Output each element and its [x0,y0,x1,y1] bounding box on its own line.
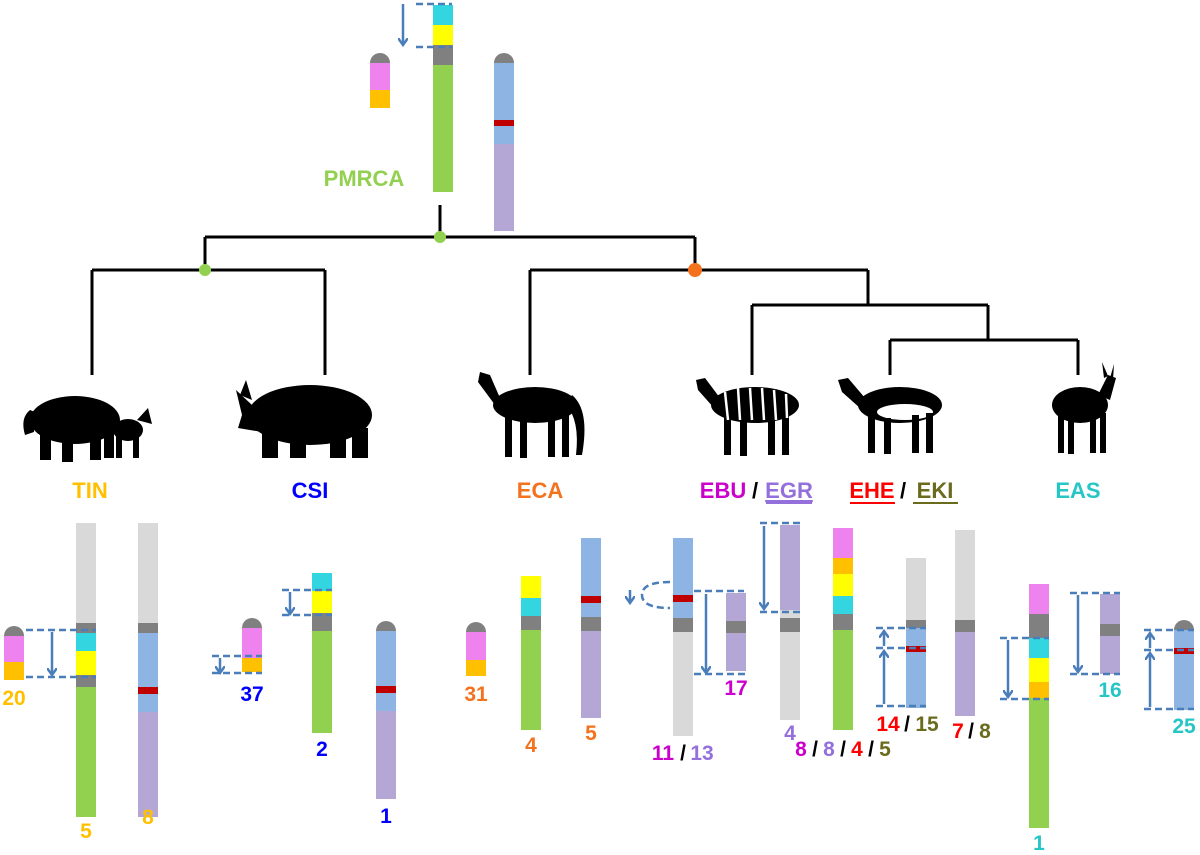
chromosome-csi-37 [212,618,262,673]
csi-chromosomes: 37 2 1 [212,573,396,828]
chromosome-tin-8 [138,523,158,817]
zebra-silhouette-icon [696,378,799,456]
chromosome-eca-5 [581,538,601,718]
eca-chromosomes: 31 4 5 [464,538,601,757]
chromosome-csi-2 [282,573,332,733]
chromosome-label: 1 [380,805,392,828]
species-labels: TIN CSI ECA EBU / EGR EHE / EKI EAS [72,478,1101,504]
chromosome-label: 8 [979,720,991,743]
chromosome-label: 5 [879,738,891,761]
chromosome-label: 4 [525,734,537,757]
label-separator: / [904,713,910,736]
donkey-silhouette-icon [1052,362,1116,454]
ebu-egr-chromosomes: 11 / 13 17 4 8 / 8 [630,521,891,765]
chromosome-label: 8 [795,738,807,761]
chromosome-label: 2 [316,738,328,761]
pmrca-label: PMRCA [324,166,405,191]
species-label-ehe: EHE [849,478,894,503]
tin-chromosomes: 20 5 8 [2,523,158,843]
chromosome-label: 17 [724,677,747,700]
chromosome-label: 8 [823,738,835,761]
chromosome-ebu-egr-17 [694,593,746,676]
species-label-eki: EKI [917,478,954,503]
chromosome-label: 5 [80,820,92,843]
chromosome-eas-25 [1144,620,1194,711]
label-separator: / [680,742,686,765]
tapir-calf-silhouette-icon [113,408,152,458]
chromosome-eca-4 [521,576,541,730]
chromosome-label: 4 [784,722,796,745]
species-label-ebu: EBU [700,478,746,503]
chromosome-tin-20 [4,626,24,680]
chromosome-ebu-egr-4 [760,521,800,720]
chromosome-label: 37 [240,683,263,706]
pmrca-main-chromosome [403,2,453,192]
label-separator: / [968,720,974,743]
pmrca-chromosomes: PMRCA [324,2,514,231]
chromosome-equus-8-4-5 [833,528,853,730]
chromosome-label: 20 [2,687,25,710]
tapir-silhouette-icon [23,396,120,462]
chromosome-label: 5 [585,722,597,745]
chromosome-eas-16 [1070,591,1120,676]
rhinoceros-silhouette-icon [236,380,372,458]
chromosome-label: 31 [464,683,488,706]
phylogenetic-tree [90,205,1080,375]
chromosome-label: 11 [652,742,675,765]
species-label-egr: EGR [765,478,813,503]
ehe-eki-chromosomes: 14 / 15 7 / 8 [876,530,991,743]
chromosome-ehe-7-eki-8 [955,530,975,716]
chromosome-label: 14 [876,713,900,736]
chromosome-csi-1 [376,621,396,799]
chromosome-label: 13 [690,742,713,765]
node-root [434,231,446,243]
chromosome-label: 4 [851,738,863,761]
label-separator: / [812,738,818,761]
chromosome-eas-1 [1000,584,1049,828]
chromosome-label: 25 [1172,715,1196,738]
node-rhino-tapir [199,264,211,276]
pmrca-small-chromosome [370,53,390,108]
pmrca-long-chromosome [494,53,514,231]
chromosome-label: 15 [915,713,939,736]
chromosome-eca-31 [466,622,486,676]
species-separator: / [900,478,906,503]
species-label-tin: TIN [72,478,107,503]
chromosome-ehe-14-eki-15 [876,558,926,708]
species-label-eca: ECA [517,478,564,503]
species-separator: / [752,478,758,503]
species-label-eas: EAS [1055,478,1100,503]
chromosome-ebu-11-egr-13 [630,538,744,736]
species-label-csi: CSI [292,478,329,503]
wild-ass-silhouette-icon [838,378,942,454]
label-separator: / [868,738,874,761]
eas-chromosomes: 1 16 25 [1000,584,1196,855]
label-separator: / [840,738,846,761]
chromosome-label: 8 [142,806,154,829]
horse-silhouette-icon [478,372,585,458]
chromosome-label: 7 [952,720,964,743]
chromosome-label: 1 [1033,832,1045,855]
chromosome-label: 16 [1098,679,1121,702]
chromosome-tin-5 [26,523,96,817]
node-equus [688,263,702,277]
